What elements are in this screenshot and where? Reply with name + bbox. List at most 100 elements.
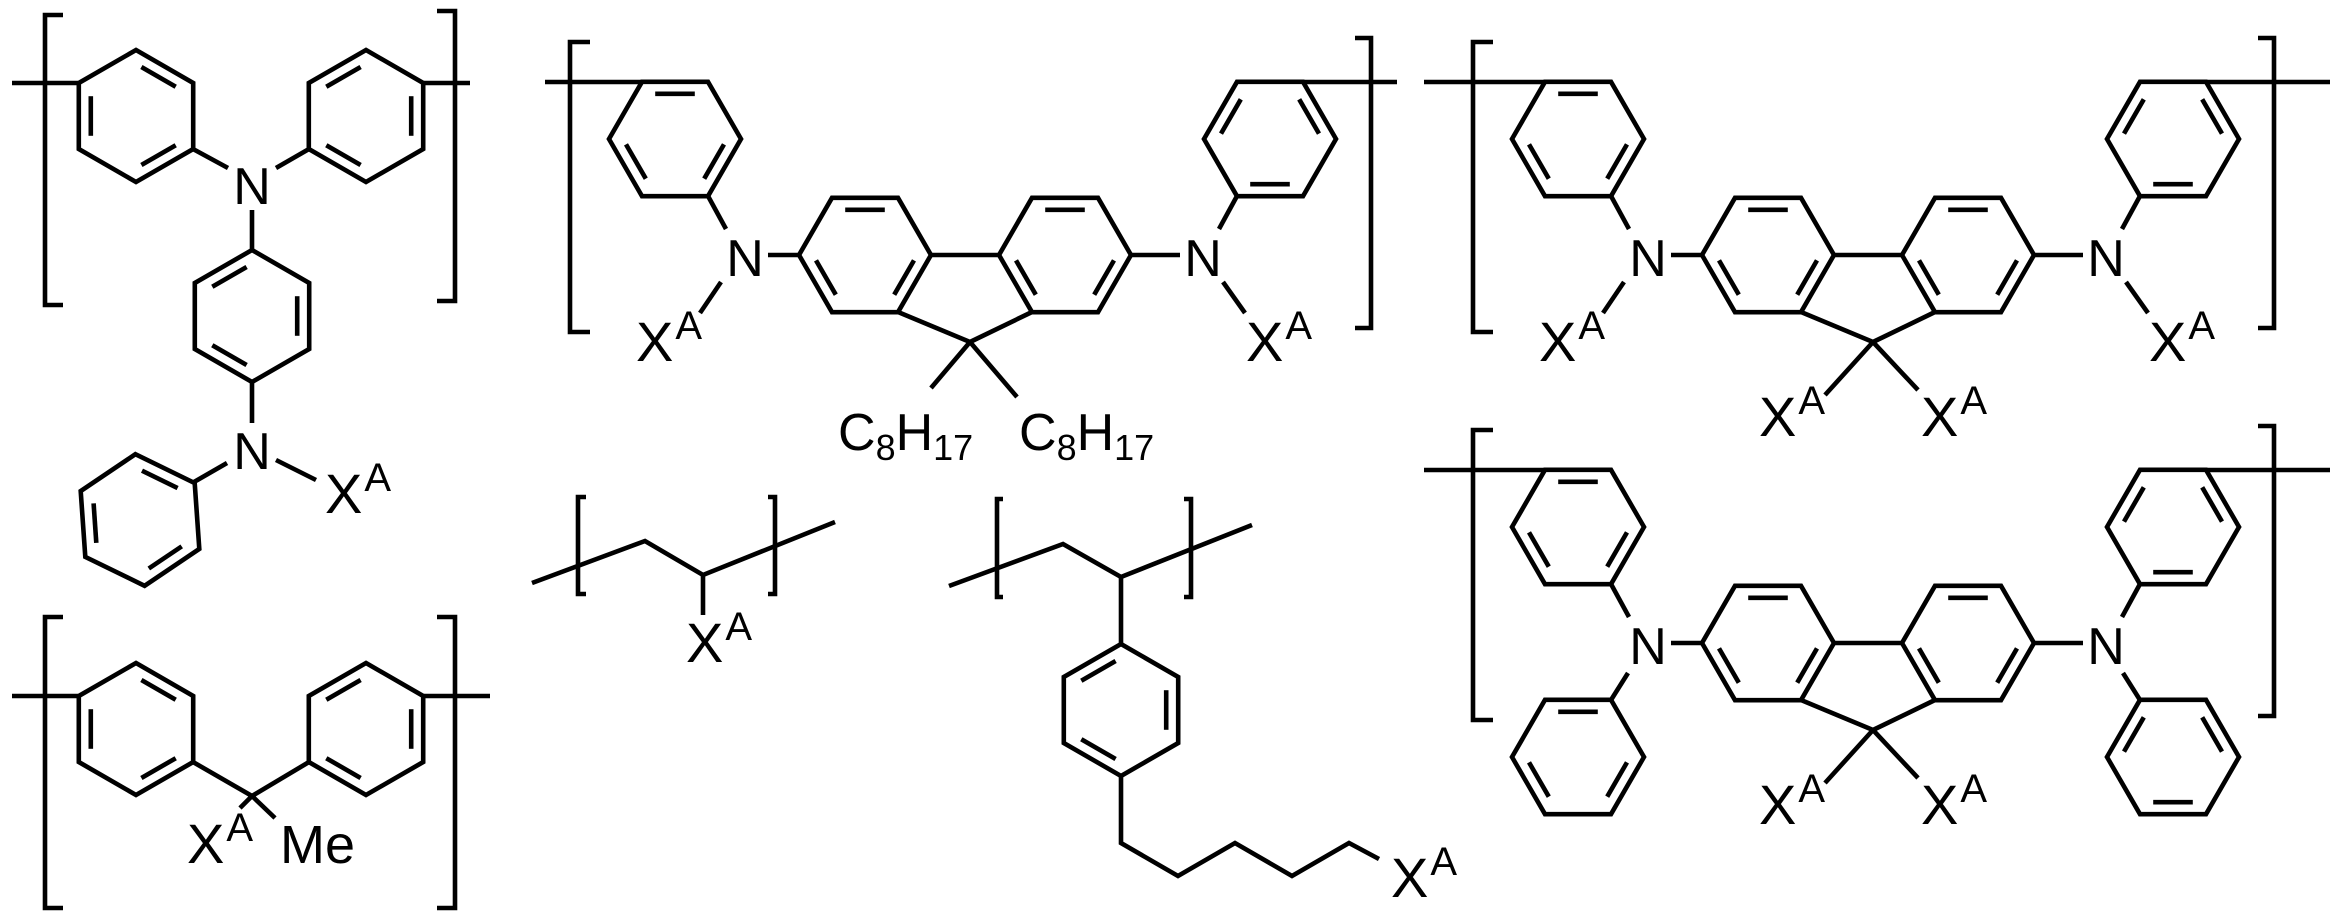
benzene-ring [2107, 470, 2239, 584]
bond [1611, 673, 1628, 700]
substituent-superscript: A [1960, 379, 1987, 423]
left-bracket [1473, 430, 1493, 720]
left-bracket [45, 617, 63, 908]
bond [1611, 584, 1629, 617]
bond [252, 796, 275, 818]
bond [1603, 282, 1624, 313]
substituent-xa-label: XA [325, 456, 391, 525]
bond [1873, 342, 1918, 390]
substituent-superscript: A [1798, 767, 1825, 811]
right-bracket [437, 617, 455, 908]
substituent-symbol: X [2149, 310, 2186, 373]
benzene-ring [1512, 82, 1644, 196]
substituent-xa-label: XA [1759, 767, 1825, 836]
benzene-ring [2107, 700, 2239, 814]
substituent-xa-label: XA [1921, 767, 1987, 836]
structure-polystyrene-pentyl: XA [949, 499, 1457, 909]
backbone-chain [949, 525, 1252, 586]
octyl-label-part: 8 [1057, 427, 1077, 468]
octyl-label-part: 8 [876, 427, 896, 468]
bond [1219, 196, 1237, 229]
bond [193, 149, 228, 168]
bond [700, 282, 721, 313]
structure-poly-fluorene-diamine-dioctyl: NNXAXAC8H17C8H17 [545, 38, 1397, 468]
left-bracket [1473, 42, 1493, 332]
bond [898, 312, 970, 342]
bond [1873, 730, 1918, 778]
benzene-ring [999, 198, 1131, 312]
substituent-xa-label: XA [2149, 304, 2215, 373]
substituent-xa-label: XA [1539, 304, 1605, 373]
left-bracket [570, 42, 590, 332]
substituent-symbol: X [1539, 310, 1576, 373]
bond [276, 149, 309, 168]
bond [970, 342, 1017, 397]
substituent-symbol: X [1391, 846, 1428, 909]
benzene-ring [2107, 82, 2239, 196]
benzene-ring [309, 663, 423, 795]
left-bracket [45, 15, 63, 305]
substituent-symbol: X [636, 310, 673, 373]
nitrogen-atom-label: N [1629, 230, 1667, 288]
benzene-ring [1902, 586, 2034, 700]
substituent-superscript: A [725, 605, 752, 649]
nitrogen-atom-label: N [2087, 230, 2125, 288]
substituent-symbol: X [187, 812, 224, 875]
substituent-superscript: A [364, 456, 391, 500]
benzene-ring [1702, 198, 1834, 312]
benzene-ring [309, 50, 423, 182]
octyl-label: C8H17 [838, 404, 973, 468]
substituent-xa-label: XA [1759, 379, 1825, 448]
substituent-xa-label: XA [1246, 304, 1312, 373]
substituent-symbol: X [1759, 773, 1796, 836]
octyl-label-part: H [1077, 404, 1115, 462]
left-bracket [997, 499, 1003, 597]
octyl-label-part: 17 [933, 427, 973, 468]
bond [2123, 673, 2140, 700]
nitrogen-atom-label: N [1629, 618, 1667, 676]
molecule-drawings: NNXAXAMeNNXAXAC8H17C8H17NNXAXAXAXANNXAXA… [12, 11, 2330, 909]
substituent-superscript: A [1798, 379, 1825, 423]
octyl-label-part: H [896, 404, 934, 462]
benzene-ring [81, 454, 200, 586]
bond [1611, 196, 1629, 229]
bond [931, 342, 970, 388]
substituent-superscript: A [1960, 767, 1987, 811]
octyl-label-part: 17 [1114, 427, 1154, 468]
double-bond-inner-line [94, 503, 97, 543]
structure-poly-triarylamine: NNXA [12, 11, 470, 586]
bond [1873, 700, 1935, 730]
structure-poly-fluorene-tetraphenyl-diamine: NNXAXA [1424, 426, 2330, 836]
benzene-ring [79, 663, 193, 795]
substituent-xa-label: XA [636, 304, 702, 373]
bond [252, 762, 309, 796]
benzene-ring [1702, 586, 1834, 700]
substituent-xa-label: XA [187, 806, 253, 875]
substituent-symbol: X [325, 462, 362, 525]
bond [1825, 730, 1873, 783]
bond [1825, 342, 1873, 395]
nitrogen-atom-label: N [1184, 230, 1222, 288]
bond [276, 460, 316, 480]
nitrogen-atom-label: N [233, 423, 271, 481]
structure-polyvinyl: XA [532, 497, 835, 674]
bond [1873, 312, 1935, 342]
substituent-superscript: A [1285, 304, 1312, 348]
octyl-label-part: C [1019, 404, 1057, 462]
benzene-ring [1204, 82, 1336, 196]
structure-poly-fluorene-diamine-x4: NNXAXAXAXA [1424, 38, 2330, 448]
benzene-ring [799, 198, 931, 312]
substituent-xa-label: XA [686, 605, 752, 674]
right-bracket [437, 11, 455, 301]
substituent-symbol: X [1246, 310, 1283, 373]
bond [1801, 700, 1873, 730]
bond [2126, 282, 2148, 313]
substituent-xa-label: XA [1921, 379, 1987, 448]
octyl-label: C8H17 [1019, 404, 1154, 468]
benzene-ring [1512, 470, 1644, 584]
nitrogen-atom-label: N [726, 230, 764, 288]
substituent-superscript: A [2188, 304, 2215, 348]
substituent-superscript: A [1430, 840, 1457, 884]
left-bracket [578, 497, 586, 594]
